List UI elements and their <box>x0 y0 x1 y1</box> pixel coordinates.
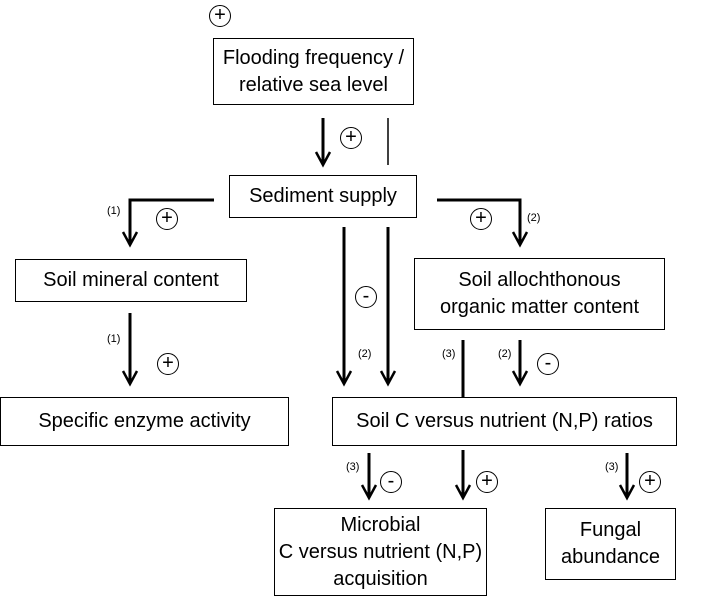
plus-sign-sediment-mineral: + <box>156 208 178 230</box>
arrowhead-sediment-to-ratios-right <box>379 370 397 387</box>
box-line: Soil allochthonous <box>458 269 621 291</box>
box-line: acquisition <box>333 567 428 590</box>
box-soil-c-nutrient-ratios: Soil C versus nutrient (N,P) ratios <box>332 397 677 446</box>
path-label-1: (1) <box>107 205 121 217</box>
path-label-3: (3) <box>605 461 619 473</box>
box-specific-enzyme-activity: Specific enzyme activity <box>0 397 289 446</box>
box-flooding-frequency: Flooding frequency / relative sea level <box>213 38 414 105</box>
path-label-2: (2) <box>498 348 512 360</box>
path-label-2: (2) <box>527 212 541 224</box>
plus-sign-ratios-fungal: + <box>639 471 661 493</box>
arrowhead-mineral-to-enzyme <box>121 370 139 387</box>
box-sediment-supply: Sediment supply <box>229 175 417 218</box>
box-soil-mineral-content: Soil mineral content <box>15 259 247 302</box>
box-line: Microbial <box>340 513 421 536</box>
box-line: Specific enzyme activity <box>38 410 251 432</box>
box-soil-allochthonous: Soil allochthonous organic matter conten… <box>414 258 665 330</box>
path-label-3: (3) <box>442 348 456 360</box>
box-line: organic matter content <box>440 296 639 318</box>
box-fungal-abundance: Fungal abundance <box>545 508 676 580</box>
plus-sign-sediment-allochthonous: + <box>470 208 492 230</box>
box-line: Soil mineral content <box>43 269 219 291</box>
plus-sign-ratios-microbial: + <box>476 471 498 493</box>
path-label-2: (2) <box>358 348 372 360</box>
arrowhead-sediment-to-mineral <box>121 231 139 248</box>
box-line: Soil C versus nutrient (N,P) ratios <box>356 410 653 432</box>
arrowhead-allochthonous-to-ratios <box>511 370 529 387</box>
plus-sign-mineral-enzyme: + <box>157 353 179 375</box>
arrow-sediment-to-mineral <box>128 198 214 245</box>
arrow-sediment-to-allochthonous <box>437 198 522 245</box>
minus-sign-allochthonous-ratios: - <box>537 353 559 375</box>
path-label-1: (1) <box>107 333 121 345</box>
box-line: relative sea level <box>239 73 388 96</box>
arrowhead-ratios-to-microbial-left <box>360 484 378 501</box>
arrowhead-flood-to-sediment <box>314 151 332 168</box>
plus-sign-flood-sediment: + <box>340 127 362 149</box>
path-label-3: (3) <box>346 461 360 473</box>
box-line: Flooding frequency / <box>222 46 405 69</box>
arrowhead-sediment-to-allochthonous <box>511 231 529 248</box>
minus-sign-sediment-ratios: - <box>355 286 377 308</box>
box-line: Fungal <box>579 519 642 541</box>
box-microbial-acquisition: Microbial C versus nutrient (N,P) acquis… <box>274 508 487 596</box>
plus-sign-top: + <box>209 5 231 27</box>
box-line: Sediment supply <box>249 185 397 207</box>
arrowhead-sediment-to-ratios-left <box>335 370 353 387</box>
box-line: abundance <box>561 546 660 568</box>
minus-sign-ratios-microbial: - <box>380 471 402 493</box>
arrowhead-ratios-to-fungal <box>618 484 636 501</box>
arrowhead-ratios-to-microbial-right <box>454 484 472 501</box>
box-line: C versus nutrient (N,P) <box>278 540 483 563</box>
